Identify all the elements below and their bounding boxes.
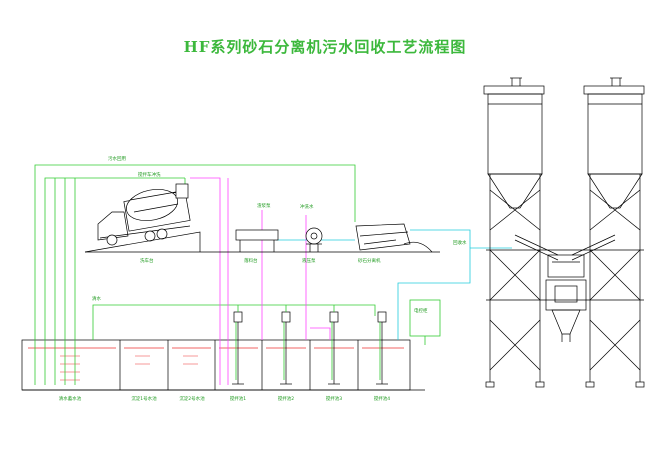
pool-label-stir-4: 搅拌池4 (374, 395, 390, 402)
car-wash-label: 洗车台 (140, 257, 154, 264)
wash-water-label: 冲洗水 (300, 203, 314, 210)
feed-hopper (235, 229, 279, 252)
pool-label-1: 沉淀1号水池 (131, 395, 157, 402)
separator-label: 砂石分离机 (358, 257, 381, 264)
pool-label-2: 沉淀2号水池 (179, 395, 205, 402)
slurry-pipes (190, 177, 331, 385)
clear-water-label: 清水 (92, 295, 101, 302)
control-box (409, 299, 441, 345)
batching-plant (483, 77, 645, 388)
pump (305, 227, 323, 252)
pool-label-stir-1: 搅拌池1 (230, 395, 246, 402)
truck-wash-label: 搅拌车冲洗 (138, 171, 161, 178)
pool-label-clean: 清水蓄水池 (59, 395, 82, 402)
silo-left (483, 77, 545, 209)
control-box-label: 电控柜 (414, 307, 428, 314)
recycle-water-label: 回收水 (453, 239, 467, 246)
diagram-title: HF系列砂石分离机污水回收工艺流程图 (184, 38, 467, 56)
sand-separator (355, 223, 433, 253)
feed-hopper-label: 落料台 (244, 257, 258, 264)
mixer-truck (84, 183, 201, 253)
water-line-label: 污水回用 (108, 155, 126, 162)
slurry-pump-label: 渣浆泵 (257, 202, 271, 209)
pump-label: 液压泵 (302, 257, 316, 264)
agitators (232, 311, 388, 385)
clean-water-pipes (34, 164, 376, 385)
silo-right (583, 77, 645, 209)
water-pool-system (21, 339, 425, 391)
recycle-pipes (276, 229, 512, 340)
pool-label-stir-2: 搅拌池2 (278, 395, 294, 402)
pool-label-stir-3: 搅拌池3 (326, 395, 342, 402)
